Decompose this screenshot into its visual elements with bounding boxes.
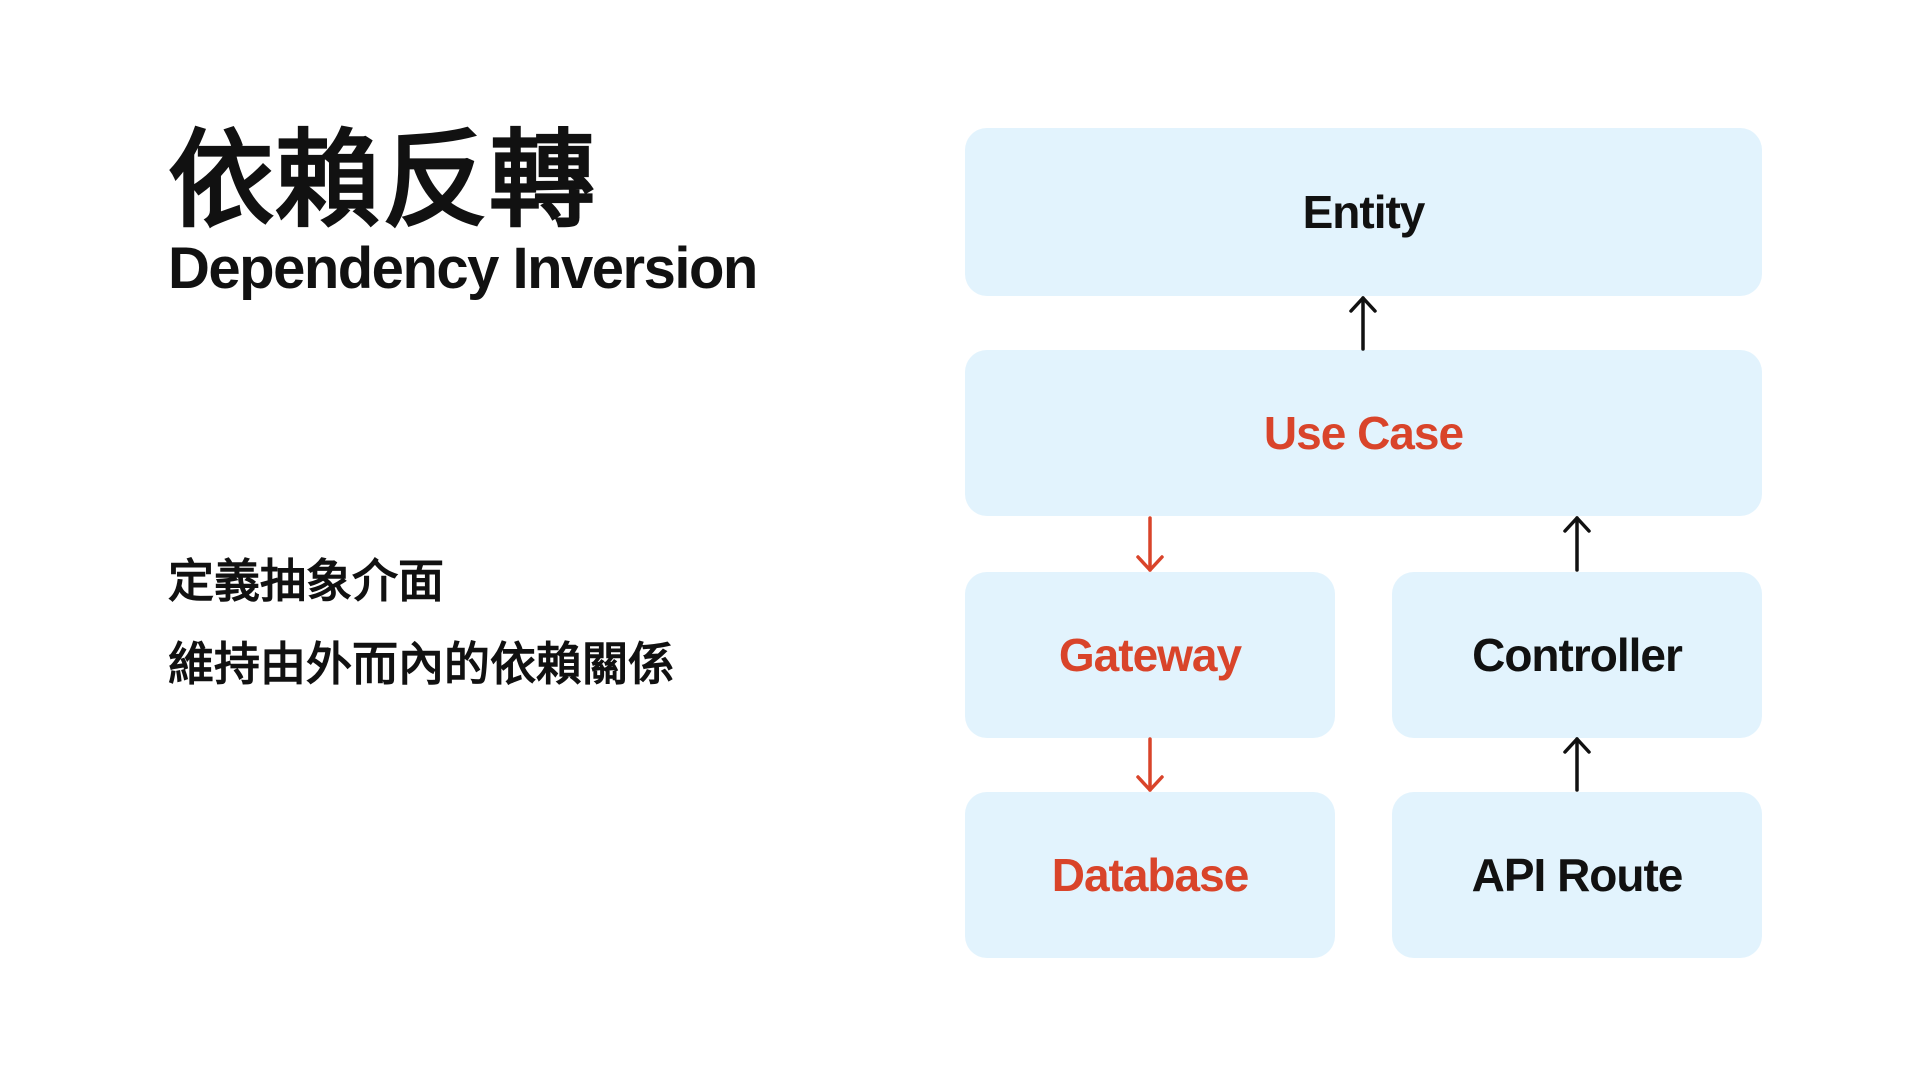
entity-label: Entity — [1302, 186, 1426, 238]
arrow-gateway-to-database — [1136, 737, 1164, 792]
arrow-usecase-to-gateway — [1136, 516, 1164, 572]
arrow-controller-to-usecase — [1563, 516, 1591, 572]
api-route-label: API Route — [1471, 849, 1684, 901]
use-case-box: Use Case — [965, 350, 1762, 516]
database-label: Database — [1051, 849, 1250, 901]
entity-box: Entity — [965, 128, 1762, 296]
page-title-en: Dependency Inversion — [168, 236, 758, 301]
controller-label: Controller — [1472, 629, 1683, 681]
page-title-zh: 依賴反轉 — [168, 119, 596, 242]
gateway-label: Gateway — [1058, 629, 1242, 681]
database-box: Database — [965, 792, 1335, 958]
arrow-apiroute-to-controller — [1563, 737, 1591, 792]
gateway-box: Gateway — [965, 572, 1335, 738]
api-route-box: API Route — [1392, 792, 1762, 958]
controller-box: Controller — [1392, 572, 1762, 738]
arrow-usecase-to-entity — [1349, 296, 1377, 351]
description: 定義抽象介面 維持由外而內的依賴關係 — [168, 540, 674, 706]
use-case-label: Use Case — [1263, 407, 1464, 459]
description-line-2: 維持由外而內的依賴關係 — [168, 636, 674, 691]
description-line-1: 定義抽象介面 — [168, 554, 444, 608]
